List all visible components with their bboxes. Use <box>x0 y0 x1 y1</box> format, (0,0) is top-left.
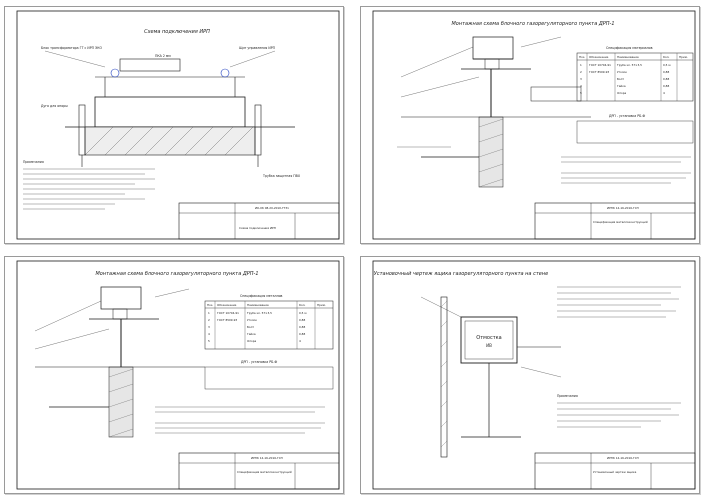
sheet-2-spec-header-3: Наименование <box>617 55 639 59</box>
sheet-2-spec-header-5: Прим. <box>679 55 688 59</box>
sheet-3-spec-header-2: Обозначение <box>217 303 237 307</box>
sheet-3-spec-header-4: Кол. <box>299 303 305 307</box>
sheet-2-spec-row-3-name: Болт <box>617 77 624 81</box>
sheet-3-spec-table: Поз. Обозначение Наименование Кол. Прим.… <box>204 300 334 350</box>
sheet-2-spec-row-2-name: Уголок <box>617 70 627 74</box>
sheet-2-spec-row-1-code: ГОСТ 10704-91 <box>589 63 611 67</box>
sheet-2-spec-row-5-qty: 4 <box>663 91 665 95</box>
sheet-3-spec-title: Спецификация металлов <box>240 294 283 298</box>
sheet-2-spec-row-2-code: ГОСТ 8509-93 <box>589 70 609 74</box>
drawing-sheet-1: Схема подключения ИРП Блок трансформатор… <box>4 6 344 244</box>
sheet-3-spec-row-1-code: ГОСТ 10704-91 <box>217 311 239 315</box>
sheet-2-spec-row-4-name: Гайка <box>617 84 626 88</box>
sheet-2-spec-row-2-qty: 0,88 <box>663 70 669 74</box>
sheet-4-drawing: Установочный чертеж ящика газорегуляторн… <box>372 260 696 490</box>
sheet-3-spec-row-5-qty: 4 <box>299 339 301 343</box>
sheet-1-notes-title: Примечания <box>23 160 44 164</box>
sheet-1-label-4: Дуга для опоры <box>41 104 68 108</box>
sheet-3-spec-row-4-name: Гайка <box>247 332 256 336</box>
sheet-1-label-2: Щит управления ИРП <box>239 46 276 50</box>
sheet-3-spec-row-4-pos: 4 <box>208 332 210 336</box>
sheet-4-stamp-code: ИРНК 14-16-2016-ГСП <box>607 456 639 460</box>
sheet-1-label-1: Блок трансформатора ГТ с ИРП ЭКО <box>41 46 103 50</box>
sheet-3-stamp-code: ИРНК 14-16-2016-ГСП <box>251 456 283 460</box>
sheet-3-drawing: Монтажная схема блочного газорегуляторно… <box>16 260 340 490</box>
sheet-2-stamp-name: Спецификация металлоконструкций <box>593 220 648 224</box>
drawing-sheet-3: Монтажная схема блочного газорегуляторно… <box>4 256 344 494</box>
sheet-3-spec-row-2-code: ГОСТ 8509-93 <box>217 318 237 322</box>
sheet-3-spec-row-2-pos: 2 <box>208 318 210 322</box>
sheet-3-spec-row-3-qty: 0,88 <box>299 325 305 329</box>
sheet-2-spec-row-3-pos: 3 <box>580 77 582 81</box>
sheet-2-spec-header-1: Поз. <box>579 55 585 59</box>
sheet-3-stamp-name: Спецификация металлоконструкций <box>237 470 292 474</box>
sheet-3-spec-header-1: Поз. <box>207 303 213 307</box>
drawing-sheet-2: Монтажная схема блочного газорегуляторно… <box>360 6 700 244</box>
sheet-3-spec-row-2-name: Уголок <box>247 318 257 322</box>
sheet-4-notes-title: Примечания <box>557 394 578 398</box>
sheet-3-spec-row-2-qty: 0,88 <box>299 318 305 322</box>
sheet-2-spec-row-1-pos: 1 <box>580 63 582 67</box>
sheet-3-spec-row-3-name: Болт <box>247 325 254 329</box>
sheet-2-title: Монтажная схема блочного газорегуляторно… <box>451 21 614 27</box>
sheet-2-spec-row-4-pos: 4 <box>580 84 582 88</box>
sheet-3-spec-row-5-pos: 5 <box>208 339 210 343</box>
sheet-3-title: Монтажная схема блочного газорегуляторно… <box>95 271 258 277</box>
sheet-2-spec-table: Поз. Обозначение Наименование Кол. Прим.… <box>576 52 694 102</box>
sheet-1-stamp-name: Схема подключения ИРП <box>239 226 276 230</box>
sheet-3-spec-row-5-name: Опора <box>247 339 257 343</box>
sheet-3-spec-row-3-pos: 3 <box>208 325 210 329</box>
sheet-2-spec-row-5-pos: 5 <box>580 91 582 95</box>
sheet-3-spec-row-1-pos: 1 <box>208 311 210 315</box>
sheet-4-title: Установочный чертеж ящика газорегуляторн… <box>374 271 548 277</box>
sheet-2-drawing: Монтажная схема блочного газорегуляторно… <box>372 10 696 240</box>
sheet-2-spec-row-4-qty: 0,88 <box>663 84 669 88</box>
sheet-2-spec-title: Спецификация материалов <box>606 46 653 50</box>
sheet-2-spec-row-1-name: Труба эл. 57×3,5 <box>616 63 642 67</box>
sheet-3-spec-row-1-name: Труба эл. 57×3,5 <box>246 311 272 315</box>
sheet-4-box-label: Отмостка <box>476 335 501 341</box>
sheet-2-spec-row-5-name: Опора <box>617 91 627 95</box>
sheet-1-stamp-code: ИК-0К 08-20-201б-ГТ31 <box>255 206 289 210</box>
sheet-3-spec-row-1-qty: 0,5 м <box>299 311 306 315</box>
sheet-2-stamp-code: ИРНК 14-16-2016-ГСП <box>607 206 639 210</box>
sheet-3-spec-header-5: Прим. <box>317 303 326 307</box>
sheet-2-note-title: ДРП - установка РБ-Ф <box>609 114 645 118</box>
sheet-2-spec-row-2-pos: 2 <box>580 70 582 74</box>
sheet-3-spec-header-3: Наименование <box>247 303 269 307</box>
sheet-1-title: Схема подключения ИРП <box>144 29 210 35</box>
sheet-4-stamp-name: Установочный чертеж ящика <box>593 470 637 474</box>
sheet-2-spec-header-2: Обозначение <box>589 55 609 59</box>
sheet-3-note-title: ДРП - установка РБ-Ф <box>241 360 277 364</box>
sheet-3-spec-row-4-qty: 0,88 <box>299 332 305 336</box>
sheet-2-spec-row-1-qty: 0,5 м <box>663 63 670 67</box>
sheet-1-label-3: ПКА 2 мм <box>155 54 171 58</box>
sheet-2-spec-header-4: Кол. <box>663 55 669 59</box>
sheet-1-drawing: Схема подключения ИРП Блок трансформатор… <box>16 10 340 240</box>
sheet-1-label-5: Трубка защитная ПВХ <box>262 174 301 178</box>
sheet-4-box-sublabel: ИВ <box>486 343 492 348</box>
sheet-2-spec-row-3-qty: 0,88 <box>663 77 669 81</box>
drawing-sheet-4: Установочный чертеж ящика газорегуляторн… <box>360 256 700 494</box>
